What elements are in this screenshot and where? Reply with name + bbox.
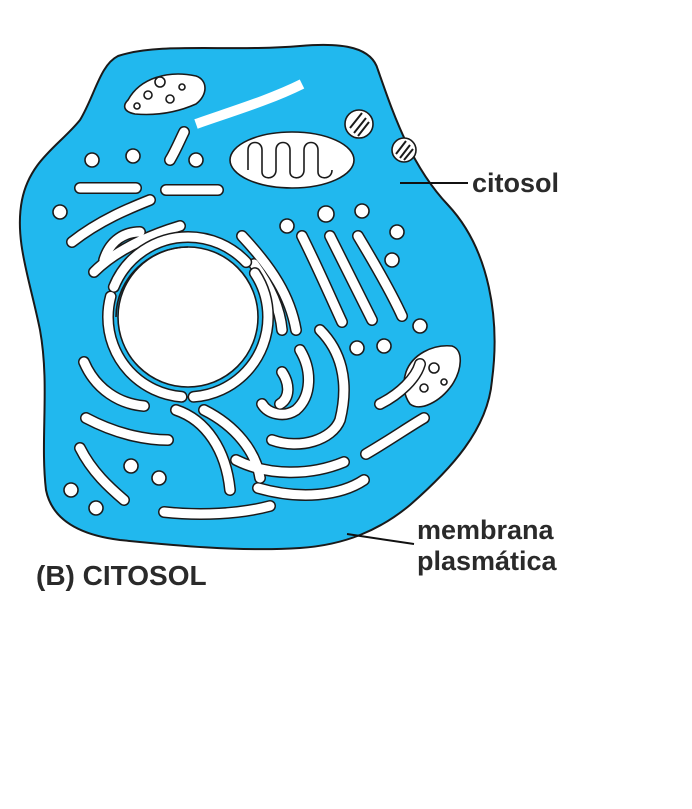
- vesicle: [317, 205, 335, 223]
- nucleus: [117, 246, 259, 388]
- membrane-label-line2: plasmática: [417, 546, 557, 576]
- vesicle: [384, 252, 400, 268]
- vacuole-inclusion: [143, 90, 153, 100]
- granule: [344, 109, 374, 139]
- vacuole-inclusion: [428, 362, 440, 374]
- vacuole-inclusion: [419, 383, 429, 393]
- membrane-leader-line: [346, 533, 415, 545]
- citosol-label: citosol: [472, 168, 560, 198]
- cell-cytosol: [18, 43, 496, 551]
- granule-stripes: [349, 112, 370, 137]
- vesicle: [52, 204, 68, 220]
- figure-caption: (B) CITOSOL: [36, 560, 207, 591]
- granule-stripes: [395, 140, 414, 161]
- vesicle: [84, 152, 100, 168]
- vacuole-inclusion: [440, 378, 448, 386]
- vesicle: [151, 470, 167, 486]
- vesicle: [349, 340, 365, 356]
- vesicle: [188, 152, 204, 168]
- vesicle: [88, 500, 104, 516]
- membrane-label-line1: membrana: [417, 515, 554, 545]
- granule: [391, 137, 417, 163]
- vesicle: [376, 338, 392, 354]
- vacuole-top-left: [123, 73, 206, 116]
- membrane-label: membrana plasmática: [417, 515, 557, 577]
- vesicle: [412, 318, 428, 334]
- vacuole-inclusion: [154, 76, 166, 88]
- vesicle: [63, 482, 79, 498]
- vacuole-inclusion: [178, 83, 186, 91]
- vesicle: [123, 458, 139, 474]
- vesicle: [354, 203, 370, 219]
- vacuole-inclusion: [133, 102, 141, 110]
- er-tubule: [194, 79, 305, 129]
- vesicle: [279, 218, 295, 234]
- er-network: [67, 127, 429, 519]
- nuclear-envelope-outer-fill: [103, 232, 273, 402]
- vesicle: [389, 224, 405, 240]
- vesicle: [125, 148, 141, 164]
- vacuole-inclusion: [165, 94, 175, 104]
- mitochondrion-cristae: [247, 141, 333, 179]
- nuclear-envelope: [115, 246, 189, 318]
